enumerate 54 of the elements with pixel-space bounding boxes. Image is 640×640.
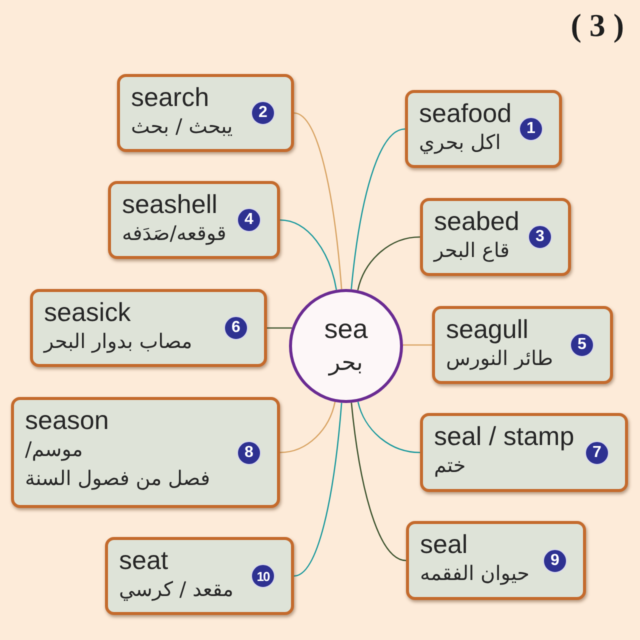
number-badge: 1 bbox=[519, 117, 543, 141]
term-text: seal bbox=[420, 529, 468, 559]
connector-line bbox=[357, 236, 420, 290]
term-card bbox=[30, 289, 267, 367]
term-text: seasick bbox=[44, 297, 131, 327]
number-badge: 6 bbox=[224, 316, 248, 340]
translation-text: مصاب بدوار البحر bbox=[44, 328, 192, 355]
number-badge: 5 bbox=[570, 333, 594, 357]
center-word: sea bbox=[324, 315, 368, 343]
term-card bbox=[11, 397, 280, 508]
number-badge: 2 bbox=[251, 101, 275, 125]
connector-line bbox=[280, 219, 338, 290]
connector-line bbox=[267, 327, 292, 329]
term-text: seashell bbox=[122, 189, 218, 219]
term-text: season bbox=[25, 405, 109, 435]
term-card bbox=[117, 74, 294, 152]
term-card bbox=[105, 537, 294, 615]
term-text: seafood bbox=[419, 98, 512, 128]
connector-line bbox=[294, 402, 342, 577]
number-badge: 10 bbox=[251, 564, 275, 588]
connector-line bbox=[350, 402, 406, 562]
term-text: search bbox=[131, 82, 210, 112]
term-text: seabed bbox=[434, 206, 520, 236]
translation-text: قوقعه/صَدَفه bbox=[122, 220, 226, 247]
number-badge: 9 bbox=[543, 548, 567, 572]
term-text: seagull bbox=[446, 314, 528, 344]
translation-text: طائر النورس bbox=[446, 345, 554, 372]
term-card bbox=[432, 306, 613, 384]
translation-text: يبحث / بحث bbox=[131, 113, 233, 140]
term-text: seat bbox=[119, 545, 168, 575]
number-badge: 8 bbox=[237, 440, 261, 464]
translation-text: ختم bbox=[434, 452, 466, 479]
connector-line bbox=[294, 112, 342, 290]
term-card bbox=[420, 413, 628, 492]
term-card bbox=[108, 181, 280, 259]
term-text: seal / stamp bbox=[434, 421, 574, 451]
translation-text: حيوان الفقمه bbox=[420, 560, 530, 587]
translation-text: اكل بحري bbox=[419, 129, 501, 156]
term-card bbox=[406, 521, 586, 600]
translation-text: قاع البحر bbox=[434, 237, 510, 264]
translation-text: موسم/ bbox=[25, 436, 83, 463]
connector-line bbox=[350, 128, 406, 290]
translation-text: فصل من فصول السنة bbox=[25, 465, 210, 492]
connector-line bbox=[280, 402, 336, 454]
connector-line bbox=[357, 402, 420, 454]
term-card bbox=[405, 90, 562, 168]
translation-text: مقعد / كرسي bbox=[119, 576, 234, 603]
center-translation: بحر bbox=[329, 349, 363, 377]
term-card bbox=[420, 198, 571, 276]
number-badge: 4 bbox=[237, 208, 261, 232]
page-number: ( 3 ) bbox=[570, 7, 624, 43]
number-badge: 3 bbox=[528, 225, 552, 249]
connector-line bbox=[403, 344, 432, 346]
number-badge: 7 bbox=[585, 440, 609, 464]
